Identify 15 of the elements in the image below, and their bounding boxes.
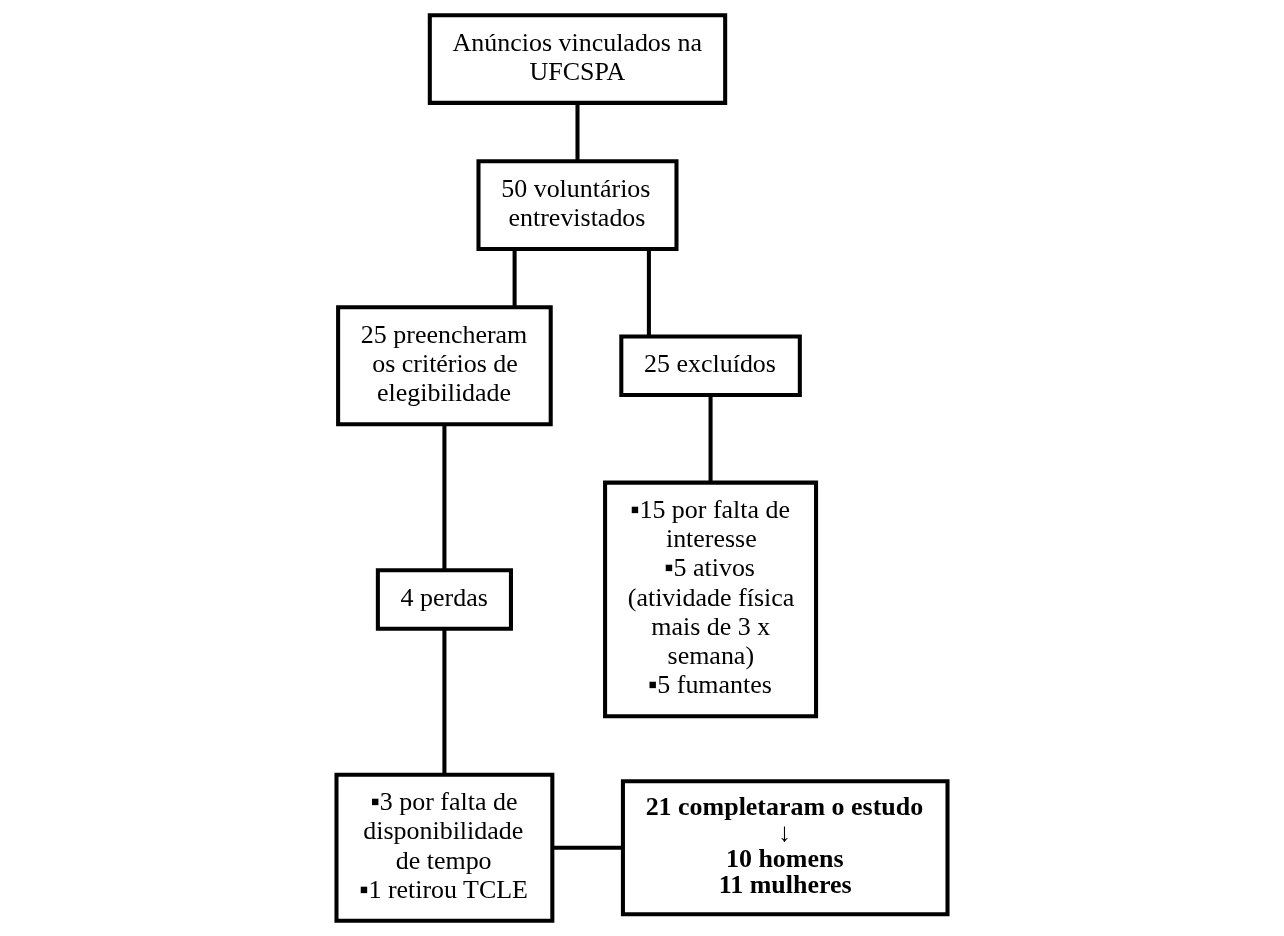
node-box: ▪15 por falta de interesse ▪5 ativos (atividade física mais de 3 x semana) ▪5 fumantes bbox=[603, 480, 819, 719]
connector bbox=[512, 249, 517, 307]
node-box: 25 preencheram os critérios de elegibilidade bbox=[336, 305, 553, 427]
connector bbox=[442, 424, 447, 570]
node-box: Anúncios vinculados na UFCSPA bbox=[427, 13, 728, 105]
connector bbox=[442, 628, 447, 775]
connector bbox=[708, 395, 713, 483]
connector bbox=[575, 102, 580, 161]
node-box: 21 completaram o estudo ↓ 10 homens 11 mulheres bbox=[620, 779, 950, 917]
node-box: 25 excluídos bbox=[619, 334, 802, 397]
node-box: ▪3 por falta de disponibilidade de tempo ▪1 retirou TCLE bbox=[334, 772, 555, 923]
connector bbox=[646, 249, 651, 337]
node-box: 4 perdas bbox=[375, 568, 513, 631]
connector bbox=[552, 845, 623, 850]
node-box: 50 voluntários entrevistados bbox=[476, 159, 679, 251]
